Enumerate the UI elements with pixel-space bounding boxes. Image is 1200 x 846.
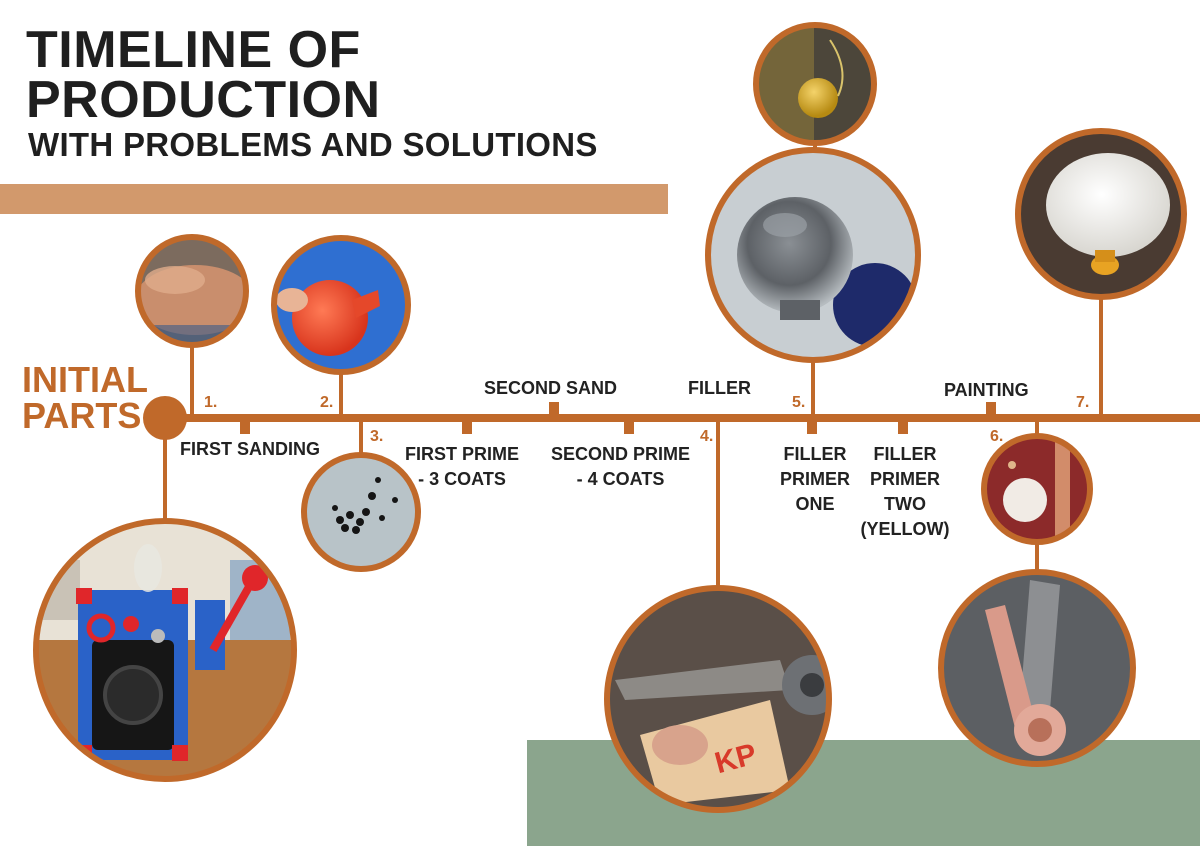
- step1-sanding-photo: [138, 237, 246, 345]
- step-4-number: 4.: [700, 428, 714, 445]
- initial-parts-photo: [36, 521, 294, 779]
- second-prime-label: SECOND PRIME - 4 COATS: [551, 444, 691, 489]
- step-3-number: 3.: [370, 428, 384, 445]
- step-5-number: 5.: [792, 394, 806, 411]
- step-1-number: 1.: [204, 394, 218, 411]
- filler-primer-two-label: FILLER PRIMER TWO (YELLOW): [860, 444, 950, 539]
- second-sand-label: SECOND SAND: [484, 378, 618, 398]
- title-underline-bar: [0, 184, 668, 214]
- step5-yellow-ball-photo: [756, 25, 874, 143]
- initial-parts-line-1: INITIAL: [22, 359, 148, 400]
- step2-red-part-photo: [274, 238, 408, 372]
- step4-filler-photo: KP: [607, 588, 829, 810]
- step-7-number: 7.: [1076, 394, 1090, 411]
- first-prime-label: FIRST PRIME - 3 COATS: [405, 444, 520, 489]
- title-line-1: TIMELINE OF: [26, 21, 361, 79]
- step7-wrapped-part-photo: [1018, 131, 1184, 297]
- timeline-start-dot: [143, 396, 187, 440]
- first-sanding-label: FIRST SANDING: [180, 439, 321, 459]
- step6-copper-lever-photo: [941, 572, 1133, 764]
- painting-label: PAINTING: [944, 380, 1029, 400]
- step-6-number: 6.: [990, 428, 1004, 445]
- filler-label: FILLER: [688, 378, 751, 398]
- subtitle: WITH PROBLEMS AND SOLUTIONS: [28, 126, 598, 163]
- timeline-main-line: [165, 414, 1200, 422]
- step6-painted-parts-photo: [984, 436, 1090, 542]
- step-2-number: 2.: [320, 394, 334, 411]
- initial-parts-label: INITIAL PARTS: [22, 362, 148, 434]
- title-line-2: PRODUCTION: [26, 71, 381, 129]
- step3-black-pieces-photo: [304, 455, 418, 569]
- step5-grey-sphere-photo: [708, 150, 918, 360]
- initial-parts-line-2: PARTS: [22, 395, 142, 436]
- filler-primer-one-label: FILLER PRIMER ONE: [779, 444, 850, 514]
- timeline-ticks: [240, 402, 996, 434]
